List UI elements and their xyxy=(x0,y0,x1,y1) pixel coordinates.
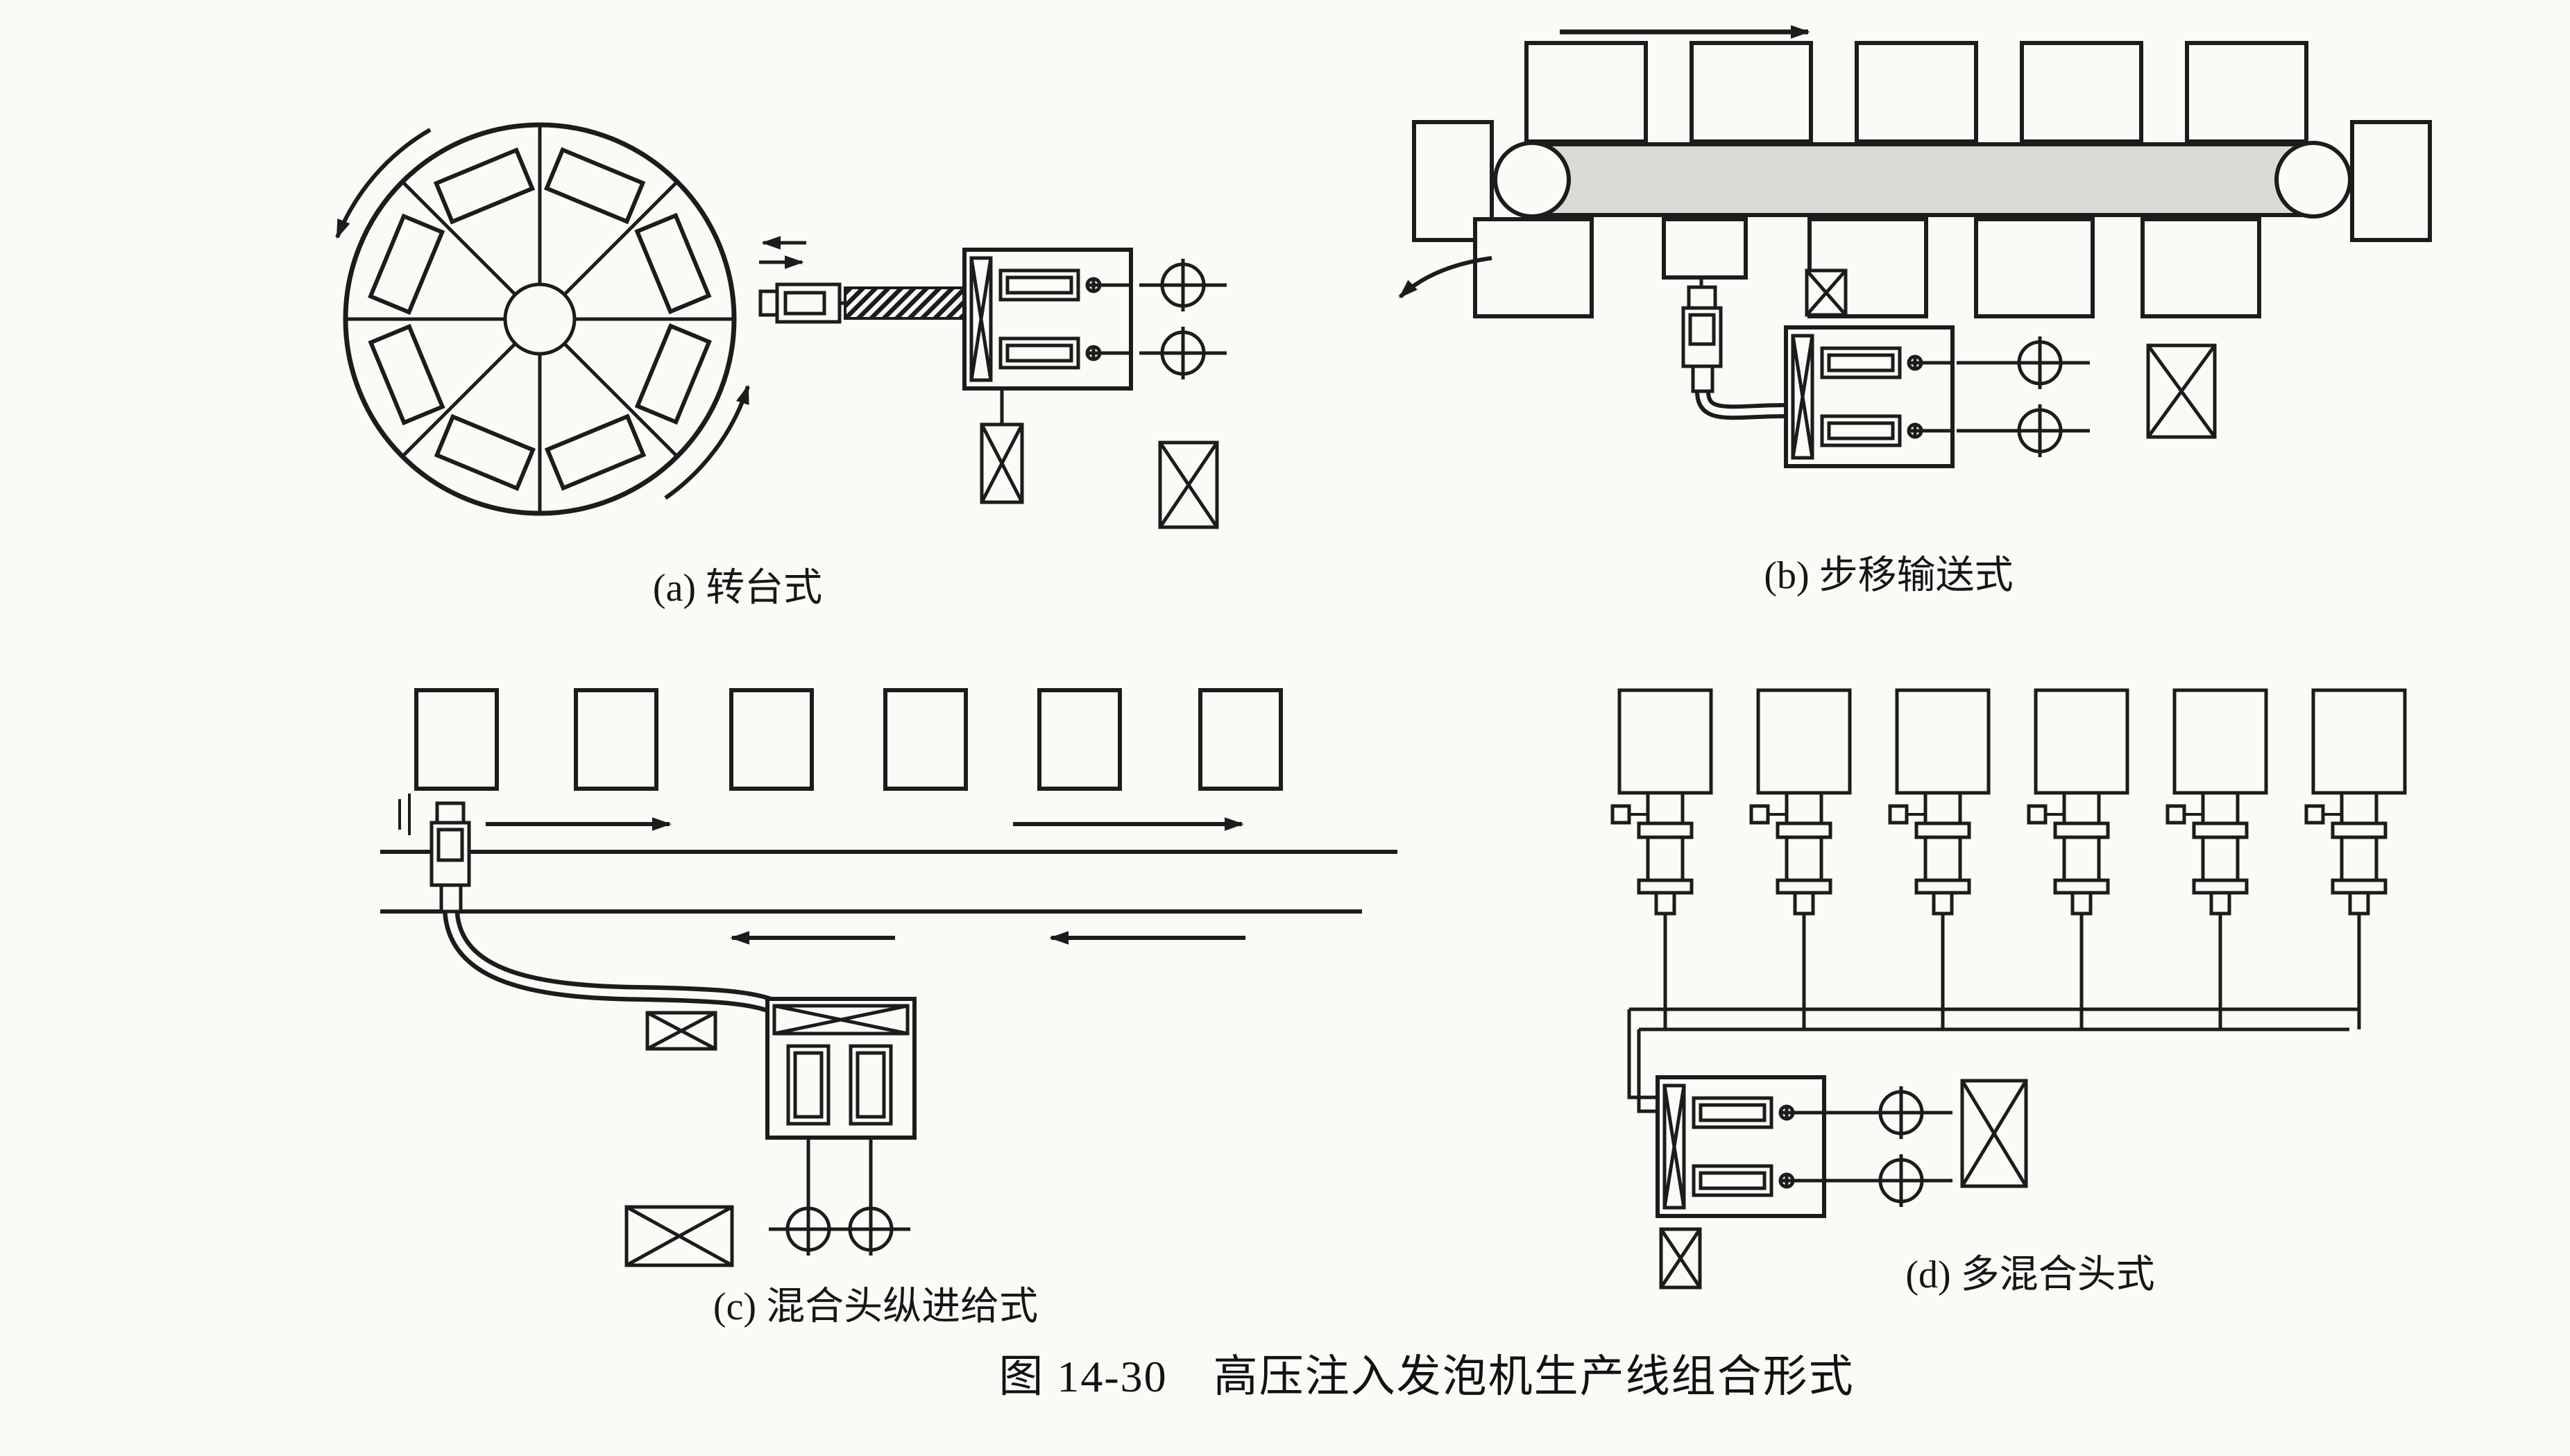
mold xyxy=(634,212,712,315)
mixing-head xyxy=(1681,277,1723,393)
head-station xyxy=(2027,688,2129,916)
metering-machine xyxy=(1658,1077,1824,1216)
turntable-spokes xyxy=(347,126,733,512)
track-rails xyxy=(380,850,1397,914)
mold xyxy=(1855,41,1978,144)
pump-dial-icon xyxy=(1957,336,2090,389)
belt-edges xyxy=(1530,142,2315,217)
panel-d-multi-head: (d) 多混合头式 xyxy=(1610,688,2407,1296)
crossed-box-icon xyxy=(1158,440,1219,529)
belt-roller xyxy=(2274,141,2352,219)
crossed-box-icon xyxy=(1659,1227,1702,1290)
mold xyxy=(368,213,445,316)
metering-machine xyxy=(964,250,1131,388)
crossed-box-icon xyxy=(624,1205,734,1267)
crossed-box-icon xyxy=(645,1011,717,1051)
turntable-molds xyxy=(368,147,712,491)
pump-dial-icon xyxy=(831,1203,910,1256)
mold xyxy=(1617,688,1713,795)
feed-arrows xyxy=(486,817,1245,945)
panel-b-step-conveyor: (b) 步移输送式 xyxy=(1398,25,2432,597)
head-station xyxy=(1610,688,1713,916)
metering-machine xyxy=(1786,327,1952,466)
reciprocate-arrows-icon xyxy=(759,236,806,269)
pump-dial-icon xyxy=(1957,404,2090,457)
hose-inner xyxy=(1699,391,1785,416)
panel-c-label: (c) 混合头纵进给式 xyxy=(713,1285,1038,1328)
mold xyxy=(634,323,712,425)
hose-inner xyxy=(447,911,786,1015)
panel-b-label: (b) 步移输送式 xyxy=(1764,554,2013,597)
panel-c-traversing-head: (c) 混合头纵进给式 xyxy=(380,688,1397,1328)
pump-dial-icon xyxy=(1139,259,1227,311)
mold xyxy=(729,688,814,791)
manifold-riser xyxy=(1627,1009,1656,1113)
mold xyxy=(1974,217,2095,318)
figure-caption: 图 14-30 高压注入发泡机生产线组合形式 xyxy=(998,1352,1854,1401)
pump-dial-icon xyxy=(1139,327,1227,379)
mold xyxy=(1524,41,1648,144)
head-station xyxy=(1749,688,1852,916)
station-pipes xyxy=(1663,914,2361,1029)
turntable xyxy=(343,122,737,516)
mold xyxy=(2185,41,2308,144)
mold xyxy=(1895,688,1991,795)
panel-d-label: (d) 多混合头式 xyxy=(1905,1253,2154,1296)
crossed-box-icon xyxy=(1805,268,1848,317)
mold xyxy=(544,413,647,491)
head-station xyxy=(1888,688,1991,916)
mold xyxy=(574,688,658,791)
rotation-arrow-icon xyxy=(664,384,750,500)
mold xyxy=(2172,688,2268,795)
mold xyxy=(883,688,968,791)
mold xyxy=(433,147,536,225)
head-station xyxy=(2304,688,2407,916)
crossed-box-icon xyxy=(980,422,1024,504)
mold xyxy=(2020,41,2143,144)
mold xyxy=(543,147,646,225)
crossed-box-icon xyxy=(2146,343,2217,439)
mold xyxy=(2311,688,2407,795)
molds-upper-row xyxy=(1524,41,2308,144)
mold xyxy=(1756,688,1852,795)
rotation-arrow-icon xyxy=(335,128,432,239)
crossed-box-icon xyxy=(1960,1079,2028,1188)
molds-lower-row xyxy=(1473,217,2261,318)
mold xyxy=(1037,688,1122,791)
head-station xyxy=(2165,688,2268,916)
metering-machine-vertical xyxy=(765,997,917,1208)
molds-row xyxy=(414,688,1283,791)
mold xyxy=(1690,41,1813,144)
return-arrow-icon xyxy=(1398,256,1492,299)
mold xyxy=(368,323,445,426)
manifold-lines xyxy=(1629,1007,2359,1031)
panel-a-rotary-table: (a) 转台式 xyxy=(335,122,1227,610)
mold xyxy=(1473,217,1594,318)
mixing-head xyxy=(398,794,471,914)
injection-station xyxy=(1662,217,1748,280)
mold xyxy=(414,688,499,791)
mold xyxy=(434,413,536,491)
pump-dial-icon xyxy=(1826,1086,1952,1139)
belt-roller xyxy=(1493,141,1571,219)
injection-pipe xyxy=(844,286,966,320)
panel-a-label: (a) 转台式 xyxy=(653,567,822,610)
belt-end-station xyxy=(2350,120,2432,242)
mixing-head xyxy=(758,282,845,324)
pump-dial-icon xyxy=(1826,1154,1952,1207)
mold xyxy=(2141,217,2261,318)
mold xyxy=(1198,688,1283,791)
mold xyxy=(2034,688,2129,795)
belt-surface xyxy=(1530,144,2315,215)
